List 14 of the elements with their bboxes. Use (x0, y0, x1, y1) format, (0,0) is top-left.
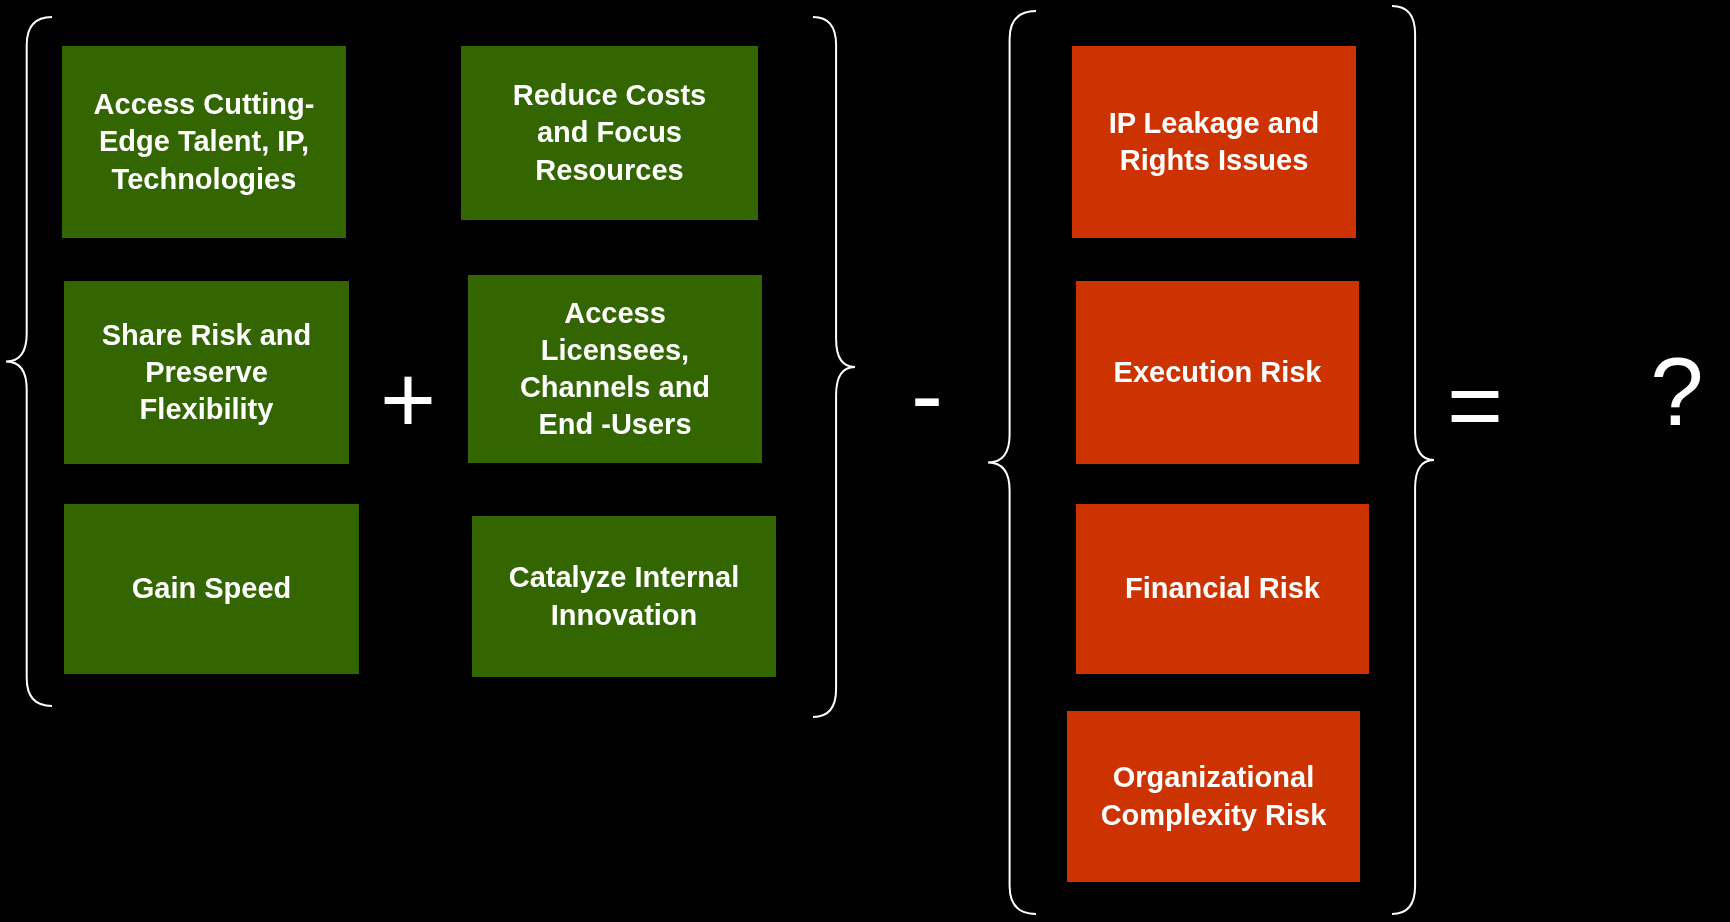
benefit-box: Access Cutting-Edge Talent, IP, Technologies (62, 46, 346, 238)
risk-box: IP Leakage and Rights Issues (1072, 46, 1356, 238)
benefit-box: Gain Speed (64, 504, 359, 674)
risk-box: Financial Risk (1076, 504, 1369, 674)
benefit-box: Access Licensees, Channels and End -Users (468, 275, 762, 463)
operator-symbol: - (911, 347, 943, 443)
operator-symbol: = (1446, 357, 1504, 453)
operator-symbol: ? (1650, 344, 1704, 440)
benefit-box: Reduce Costs and Focus Resources (461, 46, 758, 220)
risk-box: Execution Risk (1076, 281, 1359, 464)
operator-symbol: + (379, 352, 437, 448)
benefit-box: Catalyze Internal Innovation (472, 516, 776, 677)
risk-box: Organizational Complexity Risk (1067, 711, 1360, 882)
benefit-box: Share Risk and Preserve Flexibility (64, 281, 349, 464)
